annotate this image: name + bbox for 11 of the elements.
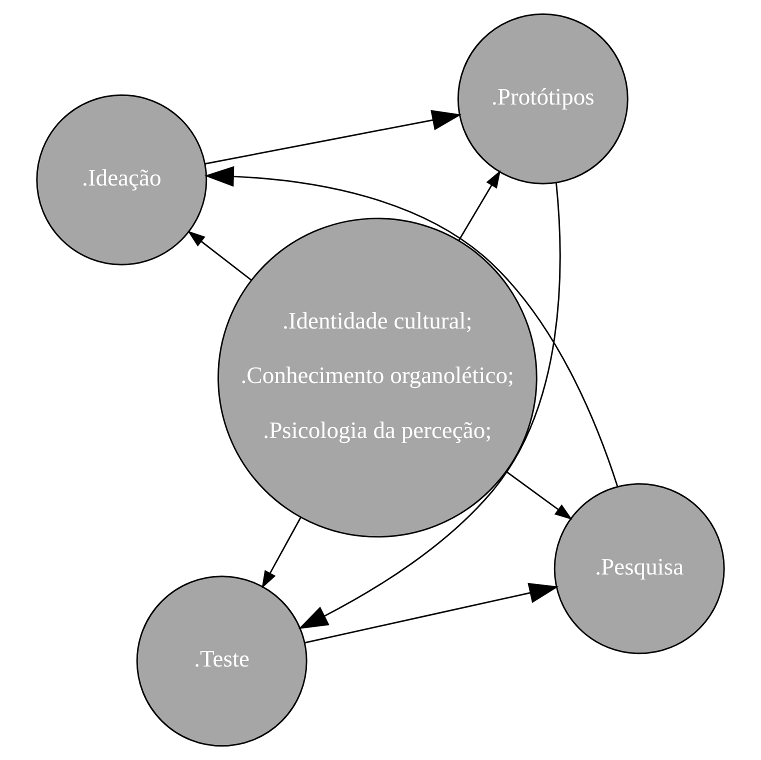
- arrow: [204, 166, 618, 487]
- arrow: [298, 182, 561, 630]
- arrow: [205, 110, 462, 164]
- node-circle: .Protótipos: [457, 13, 628, 184]
- arrow: [188, 230, 252, 281]
- arrow: [304, 582, 559, 644]
- arrow: [506, 470, 572, 520]
- arrow: [458, 170, 501, 242]
- arrow: [262, 516, 302, 588]
- node-circle: .Identidade cultural; .Conhecimento organolético; .Psicologia da perceção;: [218, 218, 538, 538]
- node-circle: .Teste: [136, 576, 308, 747]
